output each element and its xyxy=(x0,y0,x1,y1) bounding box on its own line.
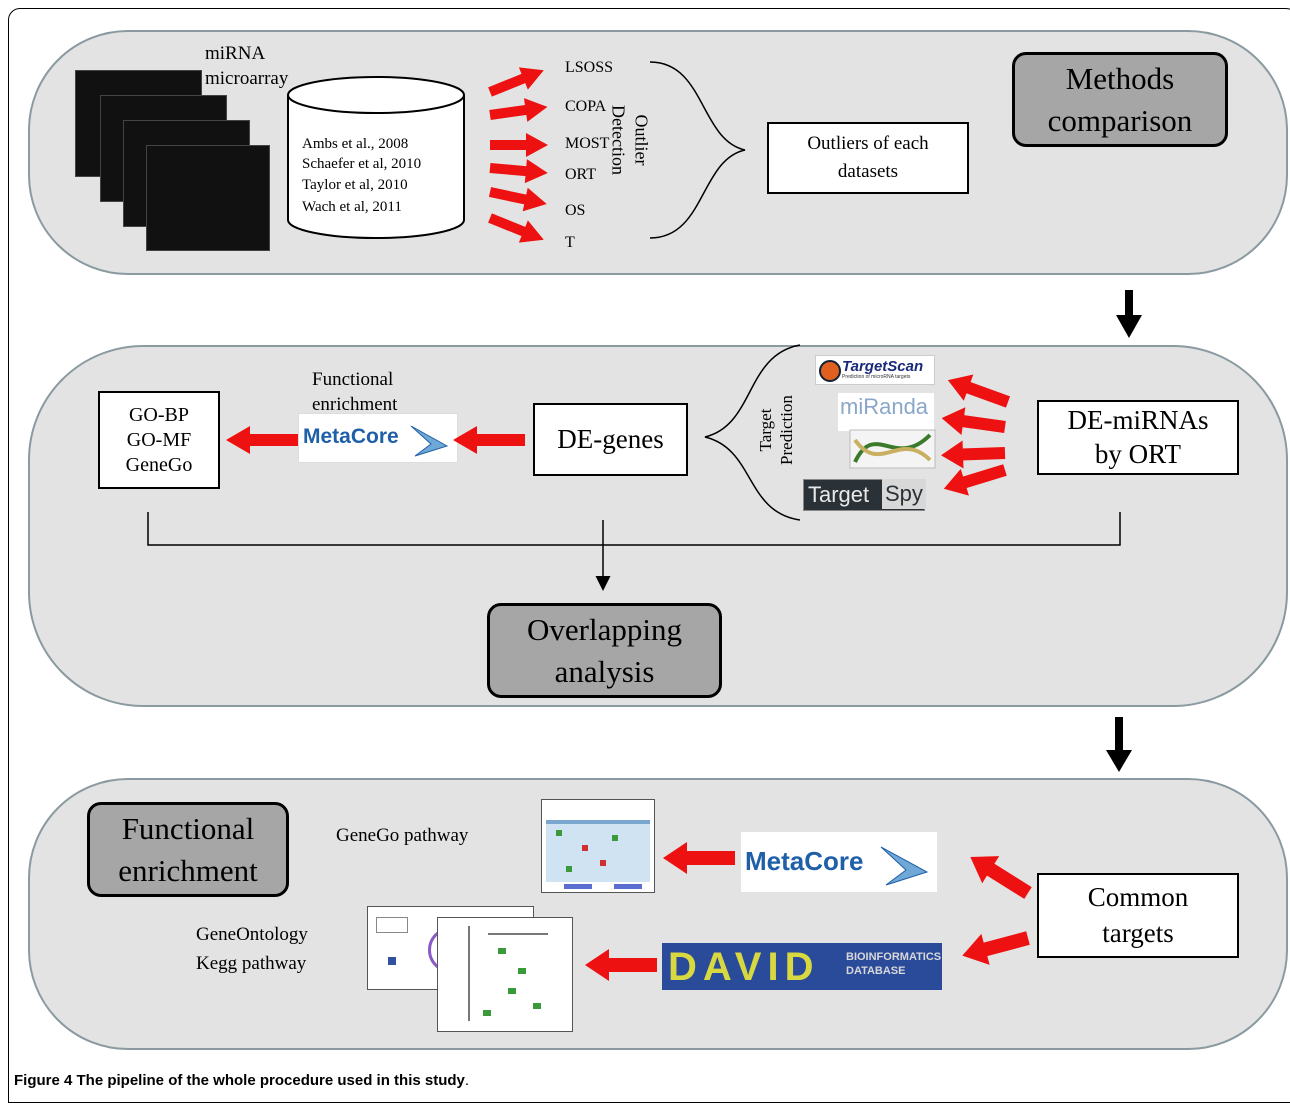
caption-text: Figure 4 The pipeline of the whole proce… xyxy=(14,1072,465,1089)
de-mirnas-box: DE-miRNAs by ORT xyxy=(1037,400,1239,475)
genego-pathway-label: GeneGo pathway xyxy=(336,825,469,846)
method-label: T xyxy=(565,234,575,251)
metacore-logo: MetaCore xyxy=(298,413,458,463)
targetscan-logo: TargetScan Prediction of microRNA target… xyxy=(815,355,935,385)
targetspy-logo-text-target: Target xyxy=(808,482,870,507)
dataset-item: Wach et al, 2011 xyxy=(302,199,402,215)
method-red-arrows xyxy=(488,67,548,243)
microarray-label: miRNA microarray xyxy=(205,43,289,89)
miranda-logo: miRanda xyxy=(838,393,934,431)
methods-comparison-box: Methods comparison xyxy=(1012,52,1228,147)
method-label: LSOSS xyxy=(565,59,614,76)
common-targets-box: Common targets xyxy=(1037,873,1239,958)
method-label: OS xyxy=(565,202,586,219)
targetscan-subtitle: Prediction of microRNA targets xyxy=(842,374,911,380)
miranda-logo-text: miRanda xyxy=(840,394,929,419)
dataset-item: Taylor et al, 2010 xyxy=(302,177,408,193)
method-label: ORT xyxy=(565,166,597,183)
dataset-item: Ambs et al., 2008 xyxy=(302,136,409,152)
metacore-swoosh-icon xyxy=(410,425,449,457)
targetspy-logo: Target Spy xyxy=(803,479,926,511)
targetscan-circle-icon xyxy=(819,360,841,382)
geneontology-kegg-label: GeneOntology Kegg pathway xyxy=(196,924,308,975)
david-logo: DAVID BIOINFORMATICS DATABASE xyxy=(662,943,942,990)
de-genes-box: DE-genes xyxy=(533,403,688,476)
method-label: MOST xyxy=(565,135,610,152)
david-logo-subtitle: BIOINFORMATICS DATABASE xyxy=(846,951,942,977)
figure-caption: Figure 4 The pipeline of the whole proce… xyxy=(14,1072,469,1089)
dataset-item: Schaefer et al, 2010 xyxy=(302,156,422,172)
metacore-swoosh-icon xyxy=(880,846,929,886)
functional-enrichment-label: Functional enrichment xyxy=(312,369,398,415)
david-logo-text: DAVID xyxy=(668,945,820,989)
targetscan-logo-text: TargetScan xyxy=(842,358,924,375)
functional-enrichment-box: Functional enrichment xyxy=(87,802,289,897)
metacore-logo-text: MetaCore xyxy=(303,425,399,448)
outliers-box: Outliers of each datasets xyxy=(767,122,969,194)
overlapping-analysis-box: Overlapping analysis xyxy=(487,603,722,698)
targetspy-logo-text-spy: Spy xyxy=(882,479,926,509)
geneontology-image xyxy=(437,917,573,1032)
go-box: GO-BP GO-MF GeneGo xyxy=(98,391,220,489)
method-label: COPA xyxy=(565,98,607,115)
genego-pathway-image xyxy=(541,799,655,893)
metacore-logo-2-text: MetaCore xyxy=(745,846,864,876)
microarray-image xyxy=(146,145,270,251)
caption-period: . xyxy=(464,1072,470,1089)
metacore-logo-2: MetaCore xyxy=(741,832,937,892)
